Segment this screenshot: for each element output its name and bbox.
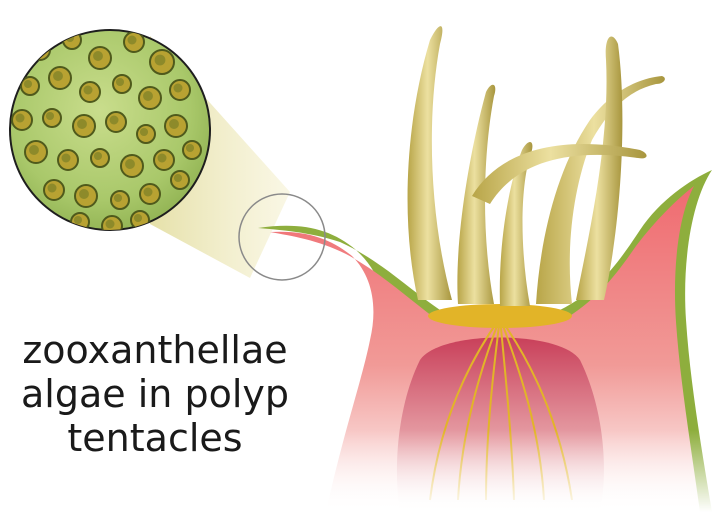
bottom-fade [300,430,712,512]
algae-cell-core [34,44,43,53]
algae-cell-core [53,71,63,81]
caption-line-2: algae in polyp [0,372,310,416]
algae-cell-core [116,78,124,86]
algae-cell-core [114,194,122,202]
algae-cell-core [125,159,135,169]
algae-cell-core [16,114,25,123]
algae-cell [179,43,197,61]
caption-line-1: zooxanthellae [0,328,310,372]
algae-cell-core [140,128,148,136]
algae-cell-core [144,188,153,197]
algae-cell-core [169,119,179,129]
algae-cell-core [158,154,167,163]
algae-cell-core [48,184,57,193]
algae-cell-core [46,112,54,120]
algae-cell-core [134,214,142,222]
algae-cell-core [182,46,190,54]
algae-cell-core [174,84,183,93]
algae-cell-core [110,116,119,125]
algae-cell-core [186,144,194,152]
algae-cell-core [174,174,182,182]
algae-cell [30,40,50,60]
algae-cell-core [74,216,82,224]
polyp-mouth [428,304,572,328]
algae-cell-core [29,145,39,155]
caption-text: zooxanthellae algae in polyp tentacles [0,328,310,460]
algae-cell-core [128,36,137,45]
tentacle-right-tall [576,37,622,300]
algae-cell-core [106,220,115,229]
tentacle-left [408,26,452,300]
algae-cell-core [94,152,102,160]
algae-cell-core [24,80,32,88]
algae-cell-core [62,154,71,163]
algae-cell-core [155,55,166,66]
algae-cell-core [143,91,153,101]
caption-line-3: tentacles [0,416,310,460]
algae-cell-core [84,86,93,95]
algae-cell-core [77,119,87,129]
algae-cell-core [79,189,89,199]
algae-cell-core [93,51,103,61]
